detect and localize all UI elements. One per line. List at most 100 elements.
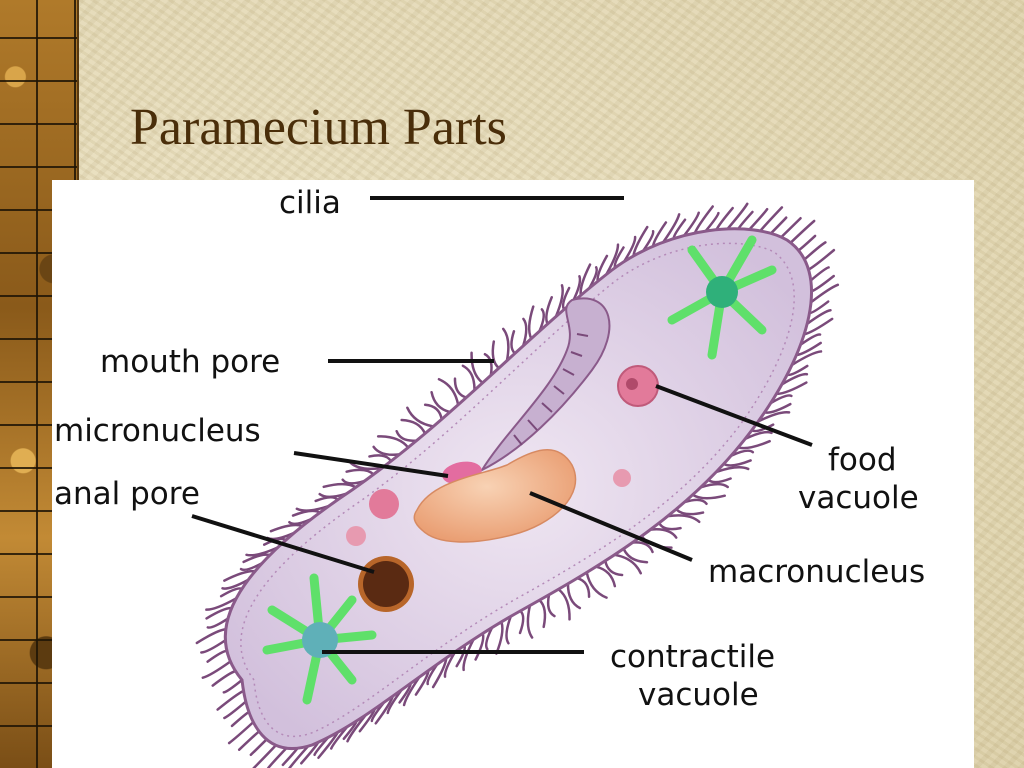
cilium xyxy=(576,576,591,599)
cilium xyxy=(205,597,238,611)
cilium xyxy=(376,435,410,449)
cilium xyxy=(437,377,460,407)
cilium xyxy=(368,454,393,463)
cilium xyxy=(349,461,384,471)
cilium xyxy=(797,234,817,252)
cilium xyxy=(769,216,788,235)
label-anal-pore: anal pore xyxy=(54,476,200,512)
cilium xyxy=(585,571,608,599)
cilium xyxy=(809,283,840,304)
cilium xyxy=(227,720,255,745)
macronucleus xyxy=(413,449,577,543)
cilium xyxy=(521,317,528,348)
cilium xyxy=(470,351,484,385)
cilium xyxy=(682,211,700,237)
cilium xyxy=(211,669,237,687)
cilium xyxy=(662,213,681,244)
cilium xyxy=(557,588,571,621)
cilium xyxy=(743,430,773,441)
cilium xyxy=(249,738,268,757)
cilium xyxy=(372,445,401,457)
cilium xyxy=(518,609,525,635)
food-vacuoles xyxy=(346,365,659,546)
cilium xyxy=(206,649,229,663)
cilium xyxy=(809,266,830,282)
cilium xyxy=(715,465,750,474)
cilium xyxy=(423,403,443,421)
cilium xyxy=(726,202,749,231)
cilium xyxy=(400,418,427,435)
contractile-vacuole-lower xyxy=(262,573,377,705)
cilium xyxy=(206,617,230,629)
cilium xyxy=(622,547,649,564)
cilium xyxy=(699,482,730,489)
cilium xyxy=(594,565,617,588)
cilium xyxy=(495,620,504,655)
cilium xyxy=(803,241,827,261)
slide-title: Paramecium Parts xyxy=(130,99,507,156)
cilium xyxy=(566,582,582,610)
cilium xyxy=(483,352,493,377)
cilium xyxy=(484,626,494,651)
cilium xyxy=(707,477,732,484)
cilium xyxy=(201,660,232,679)
leader-lines xyxy=(191,196,813,654)
cilium xyxy=(799,333,822,346)
cilium xyxy=(554,284,564,318)
cilium xyxy=(538,598,547,629)
cilium xyxy=(237,730,261,751)
cilium xyxy=(789,219,816,244)
cilium xyxy=(704,211,720,233)
cilium xyxy=(462,638,475,672)
cilium xyxy=(691,493,726,500)
contractile-vacuole-upper xyxy=(667,235,777,360)
cilium xyxy=(545,295,553,326)
cilium xyxy=(195,628,228,645)
cilium xyxy=(345,468,375,476)
cilium xyxy=(649,528,678,539)
oral-groove xyxy=(479,297,611,473)
label-mouth-pore: mouth pore xyxy=(100,344,280,380)
label-cilia: cilia xyxy=(279,185,341,221)
cilium xyxy=(453,377,468,399)
cilium xyxy=(526,604,534,639)
diagram-panel: cilia mouth pore micronucleus anal pore … xyxy=(52,180,974,768)
cilium xyxy=(200,638,227,654)
cilium xyxy=(805,308,832,326)
cilium xyxy=(505,615,513,645)
cilium xyxy=(605,243,620,276)
cilium xyxy=(579,263,592,297)
cilium xyxy=(780,372,809,386)
cilium xyxy=(790,350,823,367)
label-food-vacuole-line1: food xyxy=(828,442,897,478)
cilium xyxy=(288,744,310,768)
cilium xyxy=(757,410,791,423)
cilium xyxy=(527,305,535,340)
cilium xyxy=(510,330,517,355)
cilium xyxy=(546,593,556,618)
cilium xyxy=(758,206,784,233)
cilium xyxy=(657,521,682,531)
cilium xyxy=(666,514,701,524)
label-contractile-vacuole-line1: contractile xyxy=(610,639,775,675)
cilium xyxy=(613,553,642,575)
cilium xyxy=(737,439,771,450)
label-micronucleus: micronucleus xyxy=(54,413,261,449)
cilium xyxy=(674,507,705,516)
cilium xyxy=(461,364,476,392)
cilium xyxy=(501,327,510,362)
label-macronucleus: macronucleus xyxy=(708,554,925,590)
cilium xyxy=(406,406,435,428)
anal-pore xyxy=(358,556,414,612)
cilium xyxy=(322,482,358,489)
cilium xyxy=(604,559,624,577)
cilium xyxy=(222,678,244,694)
cilium xyxy=(223,700,248,720)
cilium xyxy=(395,429,418,442)
paramecium-diagram: cilia mouth pore micronucleus anal pore … xyxy=(54,185,925,768)
label-contractile-vacuole-line2: vacuole xyxy=(638,677,759,713)
cilium xyxy=(430,391,452,414)
cilium xyxy=(748,207,769,231)
cilium xyxy=(491,340,501,370)
cilium xyxy=(266,746,288,768)
